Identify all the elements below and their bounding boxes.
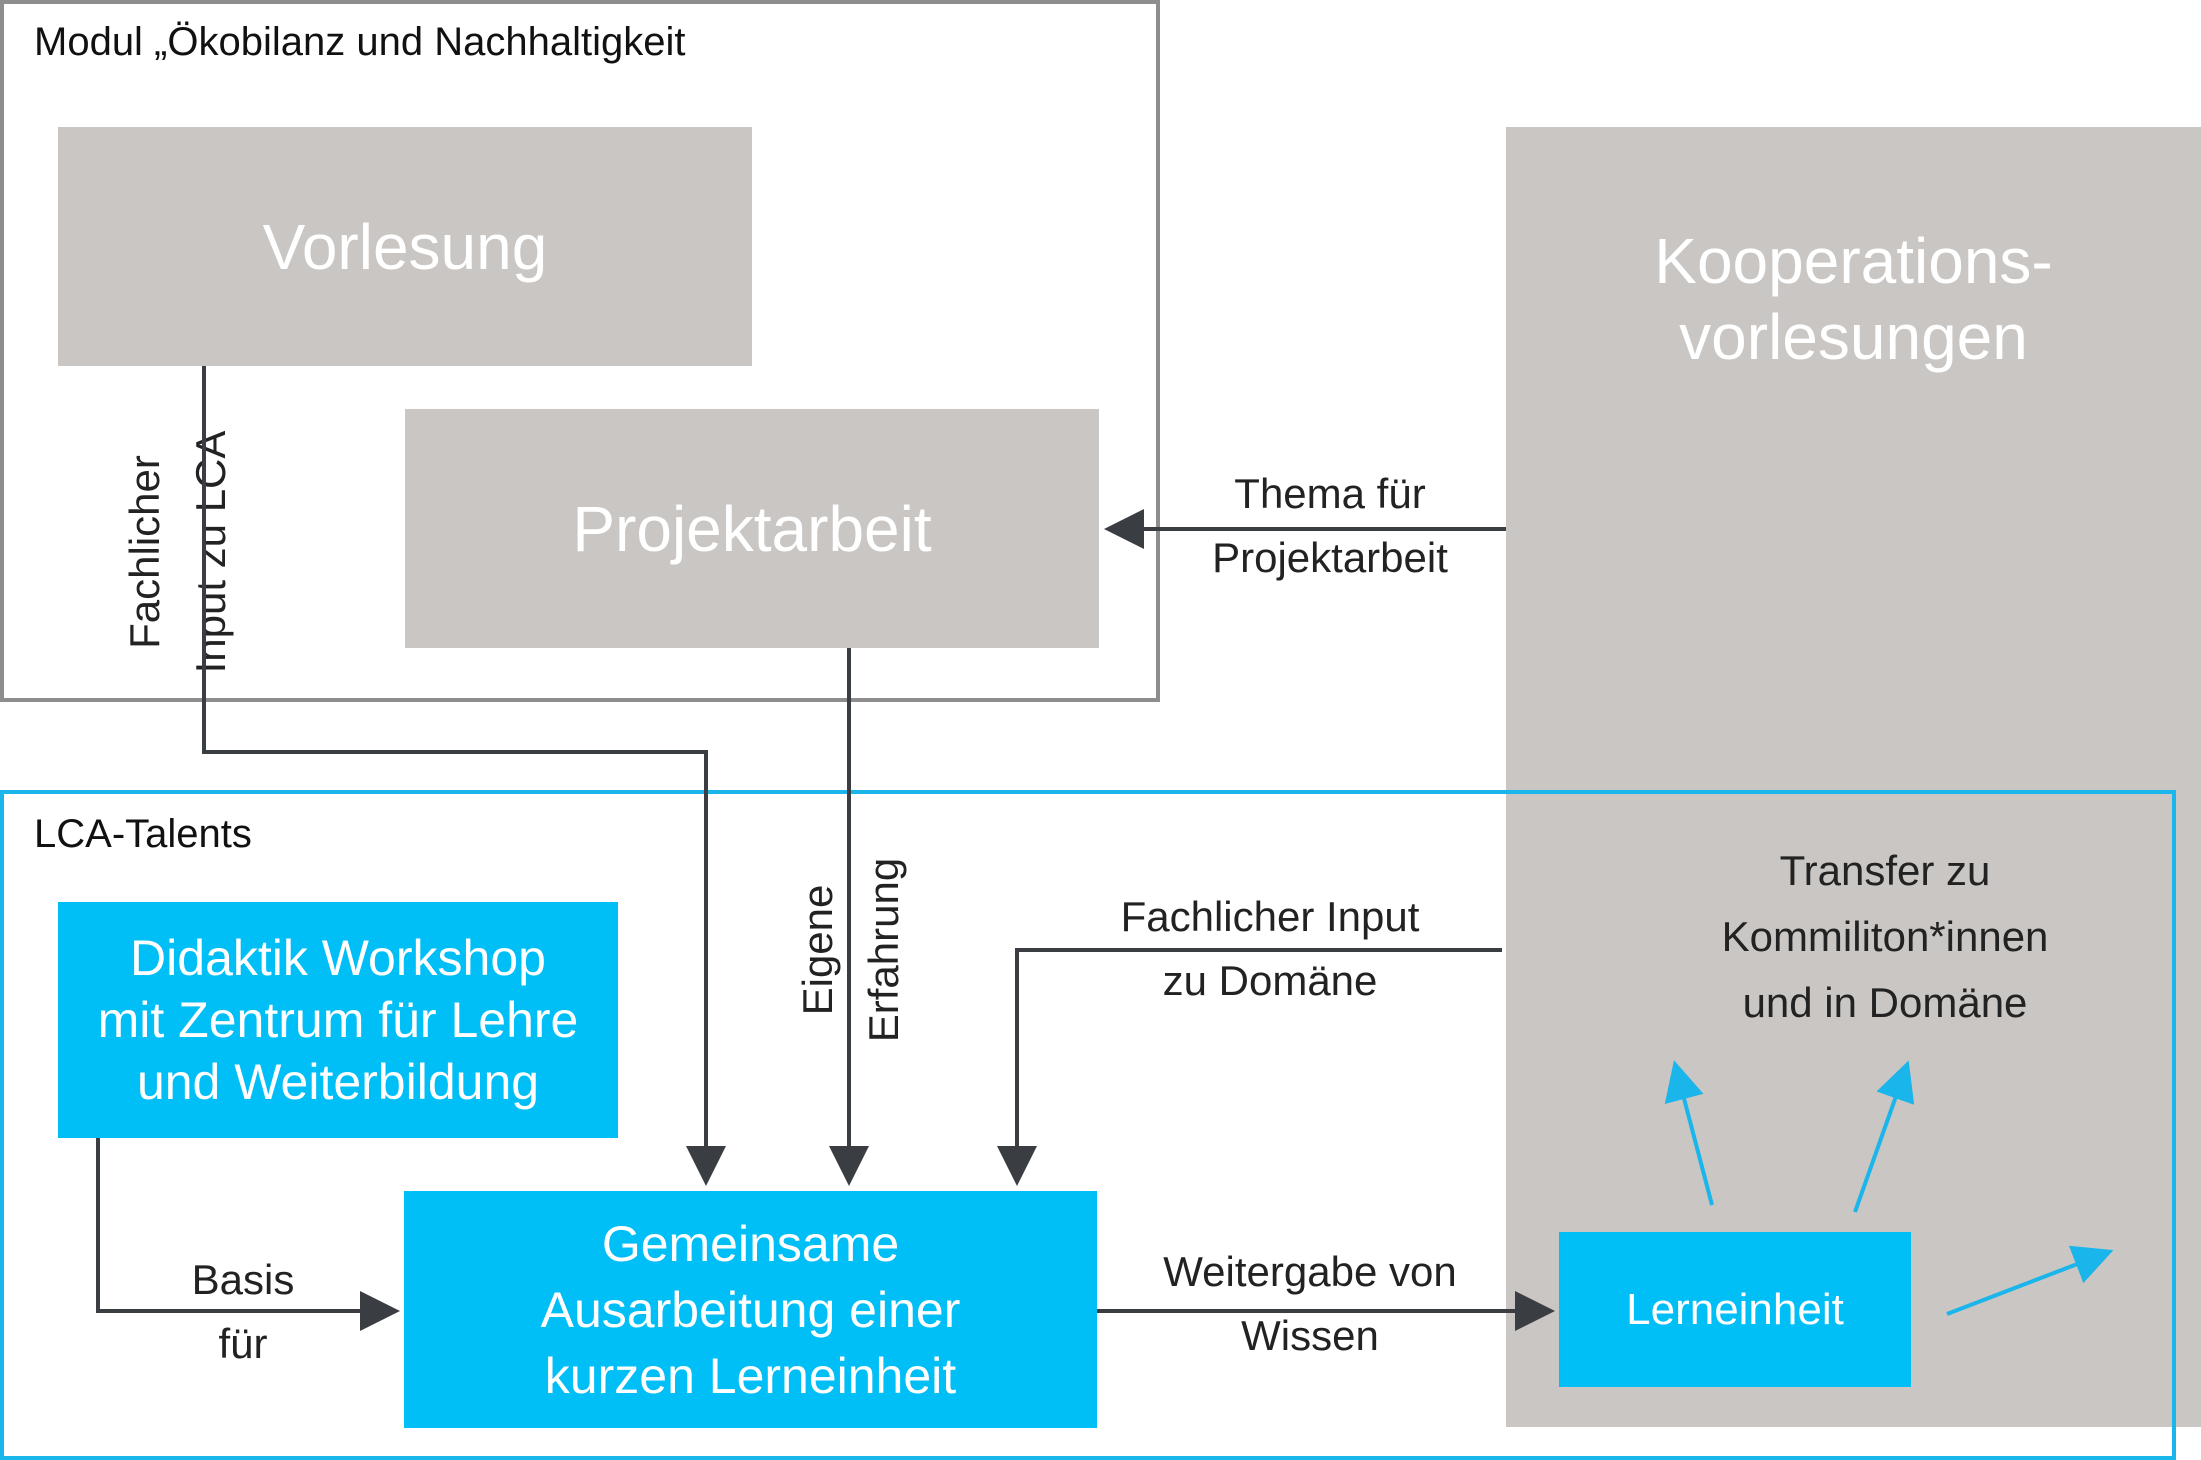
weitergabe-line2: Wissen bbox=[1241, 1312, 1379, 1359]
vorlesung-box: Vorlesung bbox=[58, 127, 752, 366]
kooperation-line1: Kooperations- bbox=[1654, 225, 2053, 297]
modul-frame bbox=[0, 0, 1160, 702]
domaene-line2: zu Domäne bbox=[1162, 957, 1378, 1004]
modul-title: Modul „Ökobilanz und Nachhaltigkeit bbox=[34, 20, 686, 64]
arrow-domaene-to-gemeinsame bbox=[997, 948, 1502, 1186]
weitergabe-line1: Weitergabe von bbox=[1163, 1248, 1457, 1295]
thema-line1: Thema für bbox=[1234, 470, 1426, 517]
lerneinheit-box: Lerneinheit bbox=[1559, 1232, 1911, 1387]
domaene-line1: Fachlicher Input bbox=[1120, 893, 1420, 940]
basis-line2: für bbox=[218, 1320, 268, 1367]
workshop-line3: und Weiterbildung bbox=[136, 1054, 540, 1110]
arrow-vorlesung-to-gemeinsame bbox=[202, 366, 726, 1186]
workshop-line2: mit Zentrum für Lehre bbox=[97, 992, 579, 1048]
transfer-label: Transfer zu Kommiliton*innen und in Domä… bbox=[1690, 838, 2080, 1036]
weitergabe-label: Weitergabe von Wissen bbox=[1130, 1240, 1490, 1368]
didaktik-workshop-box: Didaktik Workshop mit Zentrum für Lehre … bbox=[58, 902, 618, 1138]
thema-line2: Projektarbeit bbox=[1212, 534, 1448, 581]
thema-label: Thema für Projektarbeit bbox=[1180, 462, 1480, 590]
lerneinheit-label: Lerneinheit bbox=[1626, 1284, 1844, 1334]
gemeinsame-line2: Ausarbeitung einer bbox=[540, 1281, 961, 1338]
gemeinsame-line3: kurzen Lerneinheit bbox=[544, 1347, 957, 1404]
gemeinsame-line1: Gemeinsame bbox=[601, 1215, 900, 1272]
arrow-workshop-to-gemeinsame bbox=[96, 1138, 400, 1331]
workshop-line1: Didaktik Workshop bbox=[130, 930, 546, 986]
kooperation-line2: vorlesungen bbox=[1679, 301, 2028, 373]
transfer-line2: Kommiliton*innen bbox=[1721, 913, 2049, 960]
fachlicher-input-domaene-label: Fachlicher Input zu Domäne bbox=[1090, 885, 1450, 1013]
transfer-line1: Transfer zu bbox=[1779, 847, 1991, 894]
transfer-line3: und in Domäne bbox=[1742, 979, 2028, 1026]
projektarbeit-box: Projektarbeit bbox=[405, 409, 1099, 648]
basis-line1: Basis bbox=[191, 1256, 295, 1303]
transfer-arrow-right bbox=[1946, 1245, 2114, 1316]
transfer-arrow-left bbox=[1664, 1060, 1714, 1206]
basis-label: Basis für bbox=[163, 1248, 323, 1376]
vorlesung-label: Vorlesung bbox=[262, 210, 548, 283]
lca-talents-title: LCA-Talents bbox=[34, 812, 252, 856]
transfer-arrow-middle bbox=[1853, 1060, 1915, 1213]
projektarbeit-label: Projektarbeit bbox=[572, 492, 932, 565]
gemeinsame-ausarbeitung-box: Gemeinsame Ausarbeitung einer kurzen Ler… bbox=[404, 1191, 1097, 1428]
